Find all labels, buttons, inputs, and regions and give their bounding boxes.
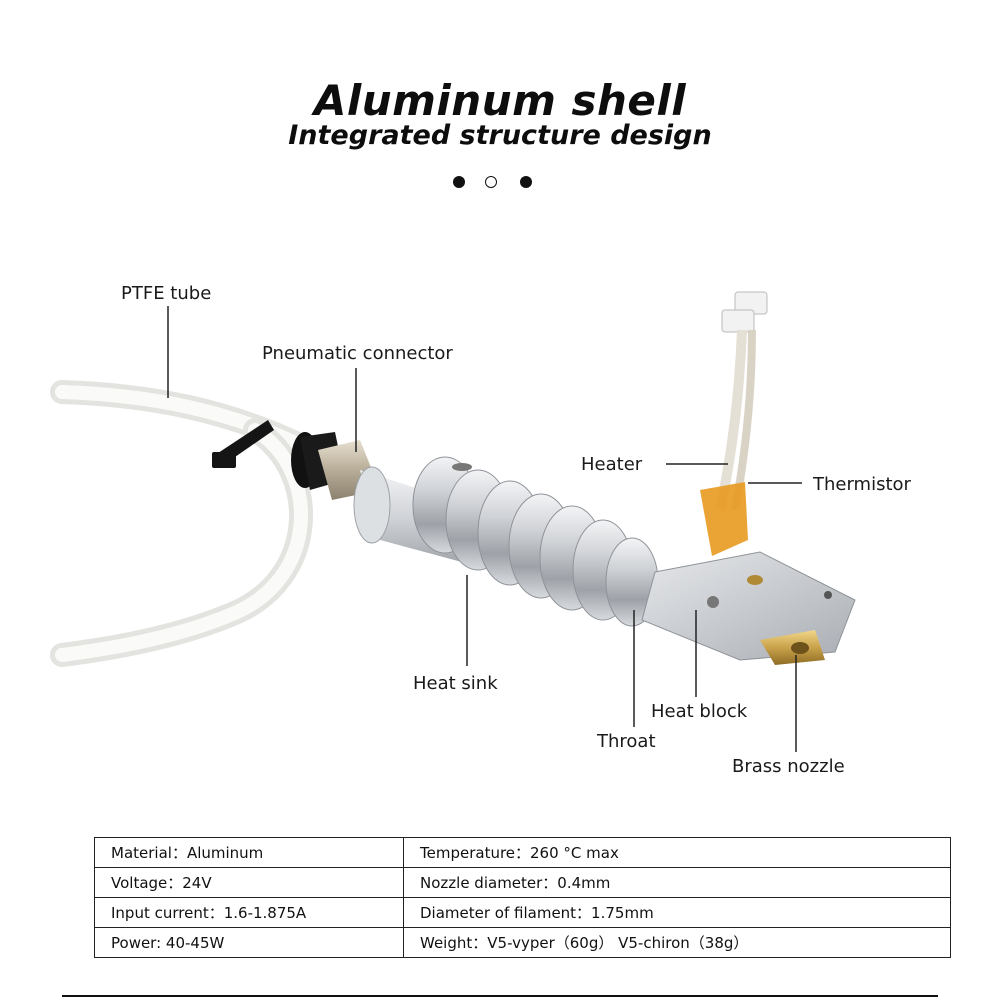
pneumatic-connector-graphic: [291, 432, 380, 500]
label-thermistor: Thermistor: [813, 474, 911, 495]
ptfe-tube-graphic: [50, 380, 322, 667]
spec-table: Material：Aluminum Temperature：260 °C max…: [94, 837, 951, 958]
table-row: Input current：1.6-1.875A Diameter of fil…: [94, 897, 951, 928]
spec-cell: Diameter of filament：1.75mm: [403, 897, 951, 928]
page-subtitle: Integrated structure design: [288, 120, 712, 151]
carousel-dot-3[interactable]: [520, 176, 532, 188]
label-heat-sink: Heat sink: [413, 673, 498, 694]
bottom-divider: [62, 995, 938, 997]
spec-cell: Voltage：24V: [94, 867, 404, 898]
brass-nozzle-graphic: [760, 630, 825, 665]
spec-cell: Input current：1.6-1.875A: [94, 897, 404, 928]
leader-lines: [167, 306, 802, 752]
heat-block-graphic: [641, 551, 856, 661]
page-title: Aluminum shell: [313, 76, 687, 125]
wires-graphic: [700, 291, 768, 556]
tube-clip-graphic: [212, 420, 274, 468]
table-row: Voltage：24V Nozzle diameter：0.4mm: [94, 867, 951, 898]
carousel-dot-1[interactable]: [453, 176, 465, 188]
label-ptfe-tube: PTFE tube: [121, 283, 212, 304]
spec-cell: Nozzle diameter：0.4mm: [403, 867, 951, 898]
heat-sink-graphic: [353, 456, 659, 627]
table-row: Material：Aluminum Temperature：260 °C max: [94, 837, 951, 868]
label-pneumatic-connector: Pneumatic connector: [262, 343, 453, 364]
label-heat-block: Heat block: [651, 701, 748, 722]
carousel-dot-2[interactable]: [485, 176, 497, 188]
label-brass-nozzle: Brass nozzle: [732, 756, 845, 777]
spec-cell: Temperature：260 °C max: [403, 837, 951, 868]
label-throat: Throat: [597, 731, 656, 752]
carousel-indicator: [450, 176, 540, 190]
hotend-illustration: [50, 291, 856, 752]
spec-cell: Material：Aluminum: [94, 837, 404, 868]
label-heater: Heater: [581, 454, 643, 475]
spec-cell: Power: 40-45W: [94, 927, 404, 958]
spec-cell: Weight：V5-vyper（60g） V5-chiron（38g）: [403, 927, 951, 958]
table-row: Power: 40-45W Weight：V5-vyper（60g） V5-ch…: [94, 927, 951, 958]
